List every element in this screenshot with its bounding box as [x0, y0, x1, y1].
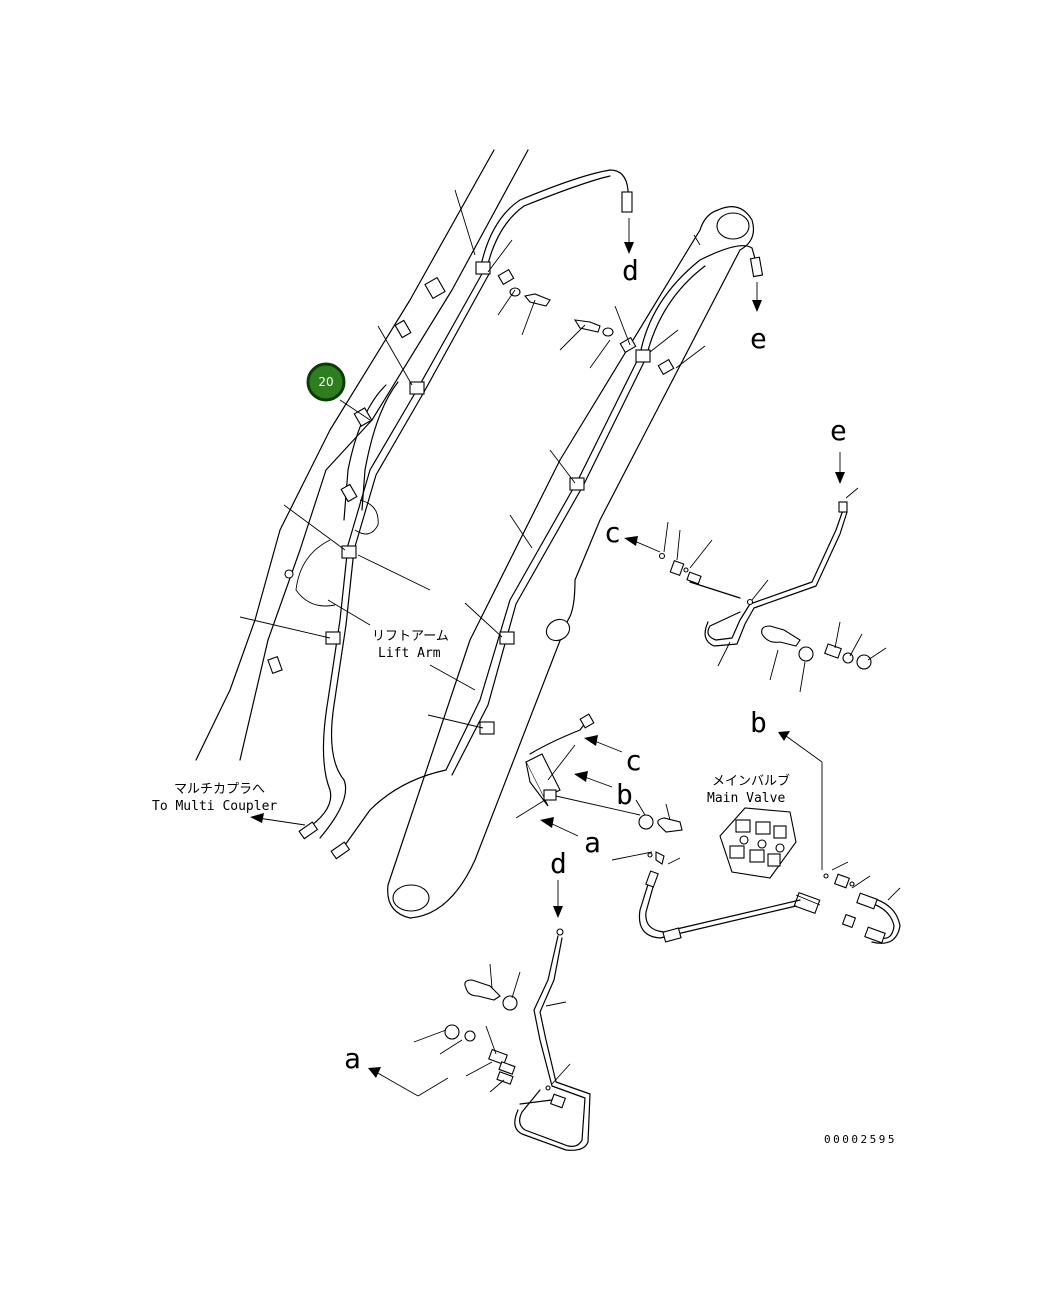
- hose-clamps: [325, 261, 675, 735]
- callout-badge-20[interactable]: 20: [306, 362, 346, 402]
- callout-badge-circle[interactable]: [306, 362, 346, 402]
- letter-c-mid: c: [625, 744, 642, 777]
- letter-b-mid: b: [616, 778, 633, 811]
- multi-coupler-label-jp: マルチカプラへ: [174, 782, 265, 797]
- left-lift-arm-outline: [195, 149, 529, 761]
- multi-coupler-label-en: To Multi Coupler: [152, 799, 277, 814]
- leader-lines: [239, 189, 706, 729]
- hoses: [298, 169, 764, 860]
- lift-arm-label-jp: リフトアーム: [372, 629, 449, 644]
- connection-letters: d e e c b c b a d a: [344, 254, 847, 1075]
- letter-e-right: e: [830, 414, 847, 447]
- callout-badge-number: 20: [318, 375, 333, 389]
- letter-b-right: b: [750, 706, 767, 739]
- main-valve-label-jp: メインバルブ: [712, 773, 790, 789]
- lift-arm-label-en: Lift Arm: [378, 646, 441, 661]
- main-valve-label-en: Main Valve: [707, 791, 785, 806]
- right-lift-arm-outline: [387, 206, 755, 919]
- connection-arrows: [250, 218, 845, 1097]
- valve-block-mid: [515, 713, 683, 865]
- drawing-number: 00002595: [824, 1133, 897, 1146]
- main-valve-assembly: [638, 807, 901, 944]
- pipe-assembly-bottom: [413, 928, 591, 1151]
- letter-d-bottom: d: [550, 847, 567, 880]
- letter-c-right: c: [604, 516, 621, 549]
- part-labels: リフトアーム Lift Arm マルチカプラへ To Multi Coupler…: [152, 629, 897, 1146]
- letter-e-top: e: [750, 322, 767, 355]
- letter-a-bottom: a: [344, 1042, 361, 1075]
- pipe-assembly-right: [658, 487, 887, 693]
- letter-a-mid: a: [584, 826, 601, 859]
- letter-d-top: d: [622, 254, 639, 287]
